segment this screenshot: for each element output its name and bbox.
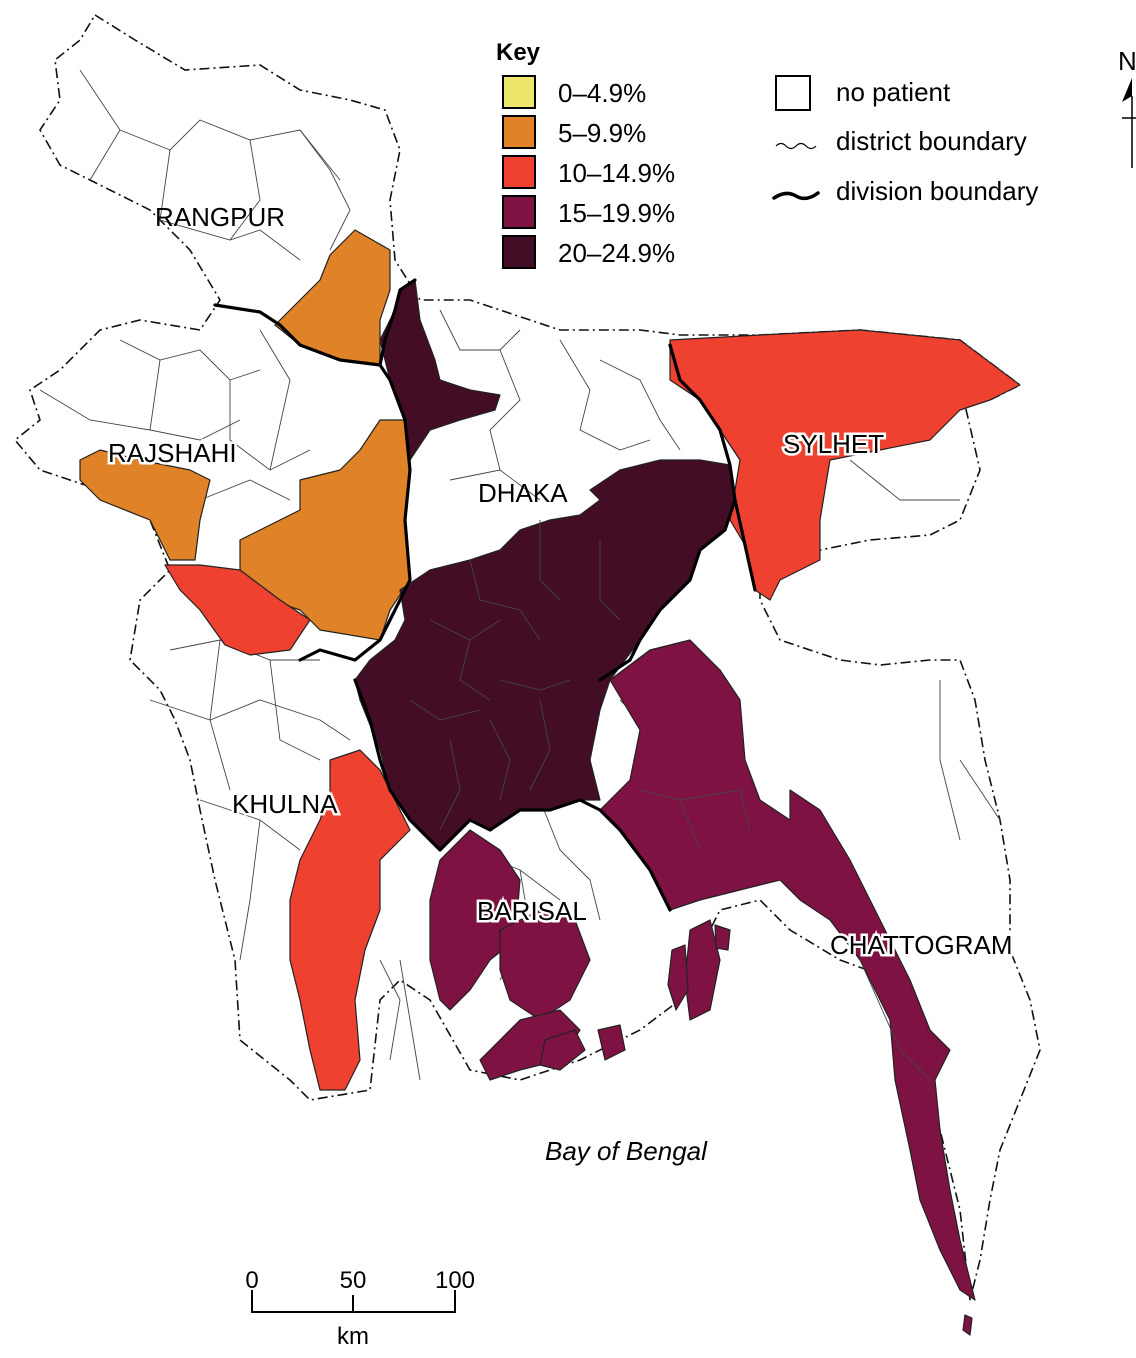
division-labels: RANGPUR RAJSHAHI DHAKA SYLHET KHULNA BAR…	[106, 202, 1015, 963]
label-sylhet: SYLHET	[783, 429, 884, 459]
region-khulna-east	[289, 749, 411, 1091]
label-chattogram: CHATTOGRAM	[830, 930, 1012, 960]
key-title: Key	[496, 39, 541, 66]
district-boundary-label: district boundary	[836, 126, 1027, 156]
key-label-4: 20–24.9%	[558, 238, 675, 268]
label-khulna: KHULNA	[232, 789, 338, 819]
key-swatch-4	[502, 235, 536, 269]
region-sylhet	[669, 329, 1021, 601]
region-island-b	[597, 1024, 626, 1061]
label-rajshahi: RAJSHAHI	[108, 438, 237, 468]
region-bhola	[479, 1009, 581, 1081]
scale-bar-line	[251, 1290, 456, 1313]
no-patient-swatch	[775, 75, 811, 111]
class-5-9-regions	[79, 229, 411, 641]
class-10-14-regions	[164, 329, 1021, 1091]
key-swatch-3	[502, 195, 536, 229]
class-15-19-regions	[429, 639, 976, 1336]
key-label-1: 5–9.9%	[558, 118, 646, 148]
north-label: N	[1118, 46, 1136, 76]
label-dhaka: DHAKA	[478, 478, 568, 508]
key-swatch-1	[502, 115, 536, 149]
label-barisal: BARISAL	[477, 896, 587, 926]
region-island-f	[962, 1314, 973, 1336]
scale-tick-50: 50	[340, 1267, 367, 1294]
region-rajshahi-east	[239, 419, 411, 641]
scale-tick-100: 100	[435, 1267, 475, 1294]
north-arrow-icon	[1122, 78, 1132, 102]
district-boundary-swatch	[775, 142, 817, 150]
scale-tick-0: 0	[245, 1267, 258, 1294]
key-label-3: 15–19.9%	[558, 198, 675, 228]
region-dhaka-north	[379, 279, 501, 461]
division-boundary-swatch	[772, 191, 820, 201]
no-patient-label: no patient	[836, 77, 951, 107]
region-chattogram-north	[599, 639, 976, 1301]
region-island-c	[684, 919, 721, 1021]
region-barisal-mainland	[429, 829, 521, 1011]
region-island-a	[539, 1029, 586, 1071]
scale-unit: km	[337, 1323, 369, 1350]
region-rajshahi-west	[79, 449, 211, 561]
region-rangpur-east	[274, 229, 391, 366]
division-boundary-label: division boundary	[836, 176, 1038, 206]
region-island-d	[667, 944, 689, 1011]
sea-label: Bay of Bengal	[545, 1136, 708, 1166]
label-rangpur: RANGPUR	[155, 202, 285, 232]
region-barisal-islands	[499, 909, 591, 1021]
key-label-0: 0–4.9%	[558, 78, 646, 108]
key-legend: Key 0–4.9% 5–9.9% 10–14.9% 15–19.9% 20–24.9%	[496, 39, 675, 269]
key-classes: 0–4.9% 5–9.9% 10–14.9% 15–19.9% 20–24.9%	[502, 75, 675, 269]
key-label-2: 10–14.9%	[558, 158, 675, 188]
key-swatch-2	[502, 155, 536, 189]
symbol-legend: no patient district boundary division bo…	[772, 75, 1038, 206]
scale-bar: 0 50 100 km	[245, 1267, 475, 1350]
region-island-e	[714, 924, 731, 951]
key-swatch-0	[502, 75, 536, 109]
division-boundaries	[213, 278, 757, 912]
north-arrow: N	[1118, 46, 1136, 168]
region-rajshahi-south	[164, 564, 311, 656]
